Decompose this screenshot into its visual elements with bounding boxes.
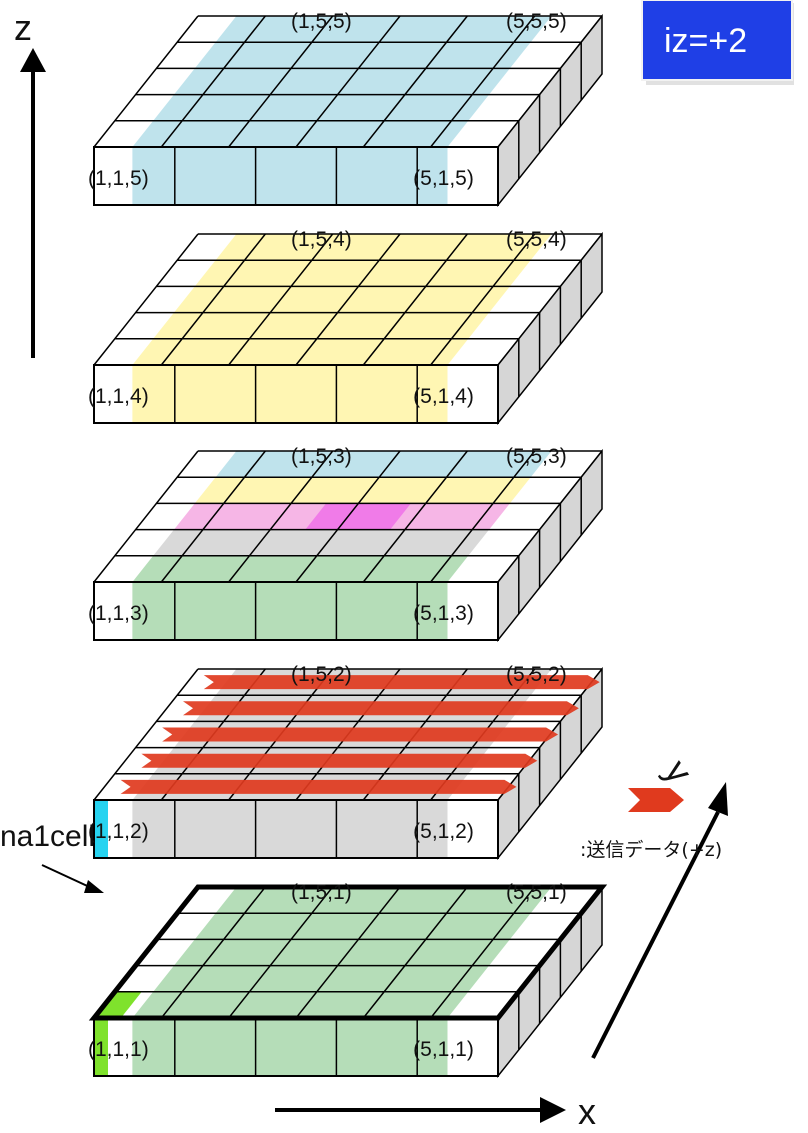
grid-line [295,886,401,1019]
grid-line [228,450,334,583]
x-axis: x [275,1091,596,1132]
coord-label-back-right: (5,5,2) [506,663,567,686]
grid-line [430,886,536,1019]
front-fill [132,365,448,423]
grid-line [93,233,199,366]
front-fill [132,582,448,640]
front-outline [93,799,499,859]
grid-line [295,233,401,366]
front-outline [93,364,499,424]
grid-line [362,15,468,148]
coord-label-front-right: (5,1,3) [413,602,474,625]
coord-label-back-right: (5,5,4) [506,228,567,251]
na1cell-front-fill [94,1018,108,1076]
coord-label-back-left: (1,5,5) [291,10,352,33]
na1cell-annotation: na1cell [0,820,104,893]
front-outline [93,581,499,641]
send-data-arrow [120,779,517,794]
z-axis: z [14,7,46,358]
coord-label-back-right: (5,5,3) [506,445,567,468]
interior-fill [132,234,552,365]
legend-label: :送信データ(+z) [580,839,722,861]
grid-line [160,450,266,583]
y-axis-label: y [657,752,701,790]
grid-line [93,668,199,801]
grid-line [160,15,266,148]
na1cell-top-fill [94,991,142,1018]
layer-z5: (1,5,5) (5,5,5) (1,1,5) (5,1,5) [88,10,603,208]
row-green-fill [132,555,469,582]
grid-line [295,15,401,148]
coord-label-back-left: (1,5,3) [291,445,352,468]
grid-line [93,15,199,148]
row-blue-fill [215,451,552,478]
coord-label-back-left: (1,5,4) [291,228,352,251]
coord-label-front-left: (1,1,1) [88,1038,149,1061]
grid-line [160,233,266,366]
send-data-arrow [141,753,538,768]
row-gray-fill [153,529,490,556]
grid-line [228,233,334,366]
layer-outline [88,884,608,1021]
coord-label-front-left: (1,1,5) [88,167,149,190]
front-fill [132,147,448,205]
x-axis-label: x [578,1091,596,1132]
layers-group: (1,5,5) (5,5,5) (1,1,5) (5,1,5) (1,5,4) (5,5,… [88,10,608,1079]
coord-label-back-right: (5,5,5) [506,10,567,33]
grid-line [295,450,401,583]
send-data-arrow-icon [628,788,684,812]
layer-z4: (1,5,4) (5,5,4) (1,1,4) (5,1,4) [88,228,603,426]
legend: :送信データ(+z) [580,788,722,861]
send-data-arrow [183,701,579,716]
coord-label-front-right: (5,1,4) [413,385,474,408]
cyan-edge-fill [94,800,108,858]
interior-fill [132,16,552,147]
interior-fill [132,887,552,1018]
row-yellow-fill [194,477,531,504]
send-data-arrow [203,675,600,690]
coord-label-back-left: (1,5,1) [291,881,352,904]
coord-label-front-right: (5,1,1) [413,1038,474,1061]
grid-line [160,886,266,1019]
coord-label-front-left: (1,1,4) [88,385,149,408]
na1cell-label: na1cell [0,820,95,853]
grid-line [430,15,536,148]
layer-z1: (1,5,1) (5,5,1) (1,1,1) (5,1,1) [88,881,608,1079]
layer-z3: (1,5,3) (5,5,3) (1,1,3) (5,1,3) [88,445,603,643]
grid-line [430,233,536,366]
coord-label-front-left: (1,1,2) [88,820,149,843]
coord-label-front-right: (5,1,5) [413,167,474,190]
grid-line [362,886,468,1019]
coord-label-back-left: (1,5,2) [291,663,352,686]
iz-badge-label: iz=+2 [664,22,747,60]
front-outline [93,146,499,206]
coord-label-back-right: (5,5,1) [506,881,567,904]
grid-line [93,450,199,583]
front-fill [132,800,448,858]
send-data-arrow [162,727,559,742]
center-cell-fill [305,503,411,530]
z-axis-label: z [14,7,32,48]
iz-badge: iz=+2 [641,0,794,85]
grid-line [228,15,334,148]
grid-line [430,450,536,583]
coord-label-front-left: (1,1,3) [88,602,149,625]
front-fill [132,1018,448,1076]
grid-line [362,450,468,583]
grid-line [362,233,468,366]
grid-line [228,886,334,1019]
layer-z2: (1,5,2) (5,5,2) (1,1,2) (5,1,2) [88,663,603,861]
coord-label-front-right: (5,1,2) [413,820,474,843]
